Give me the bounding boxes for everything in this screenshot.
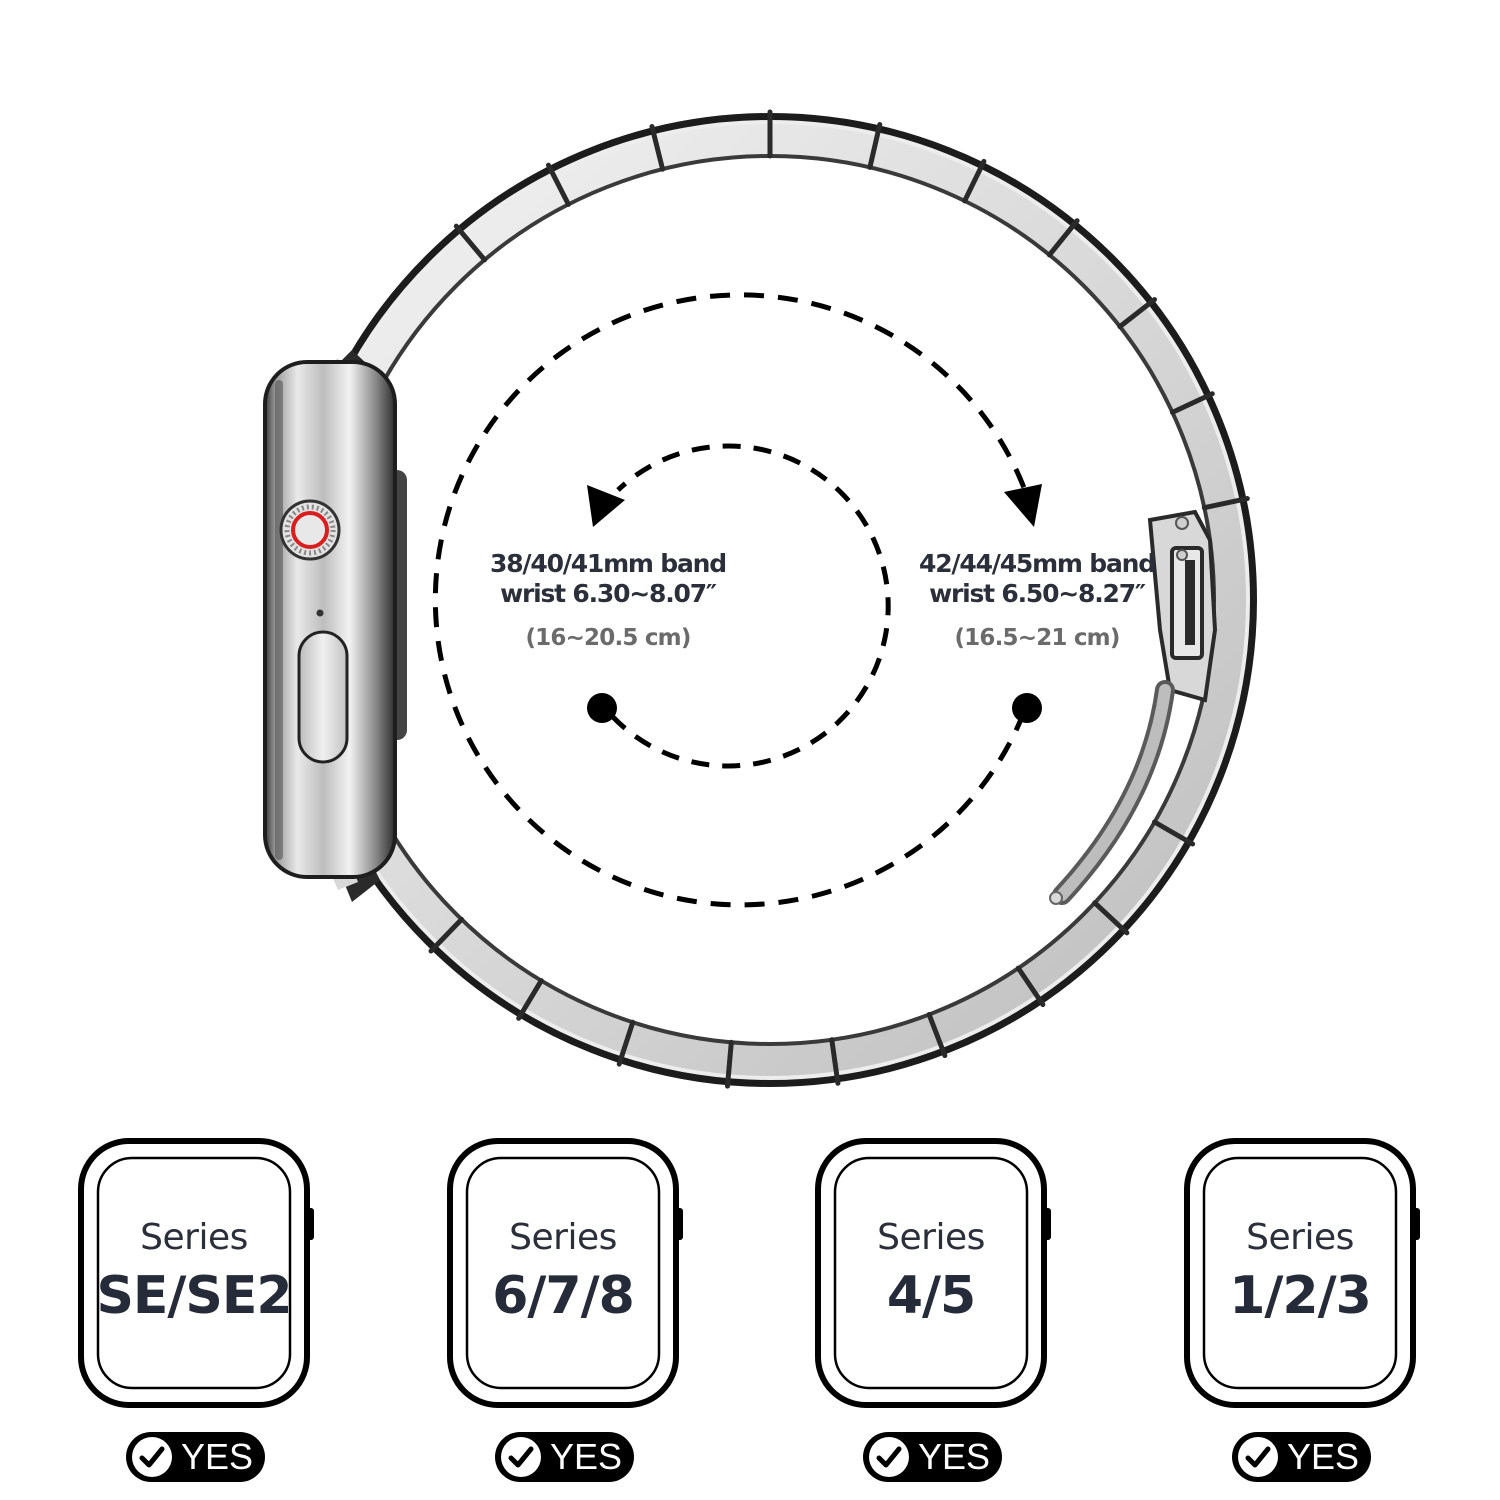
check-circle-icon [869, 1437, 909, 1477]
series-models: 6/7/8 [492, 1266, 635, 1326]
check-circle-icon [501, 1437, 541, 1477]
watch-outline-icon [447, 1138, 683, 1408]
series-label: Series [877, 1217, 985, 1258]
small-wrist-range-cm: (16~20.5 cm) [525, 625, 691, 651]
compat-yes-badge: YES [1232, 1432, 1372, 1482]
watch-outline-icon [78, 1138, 314, 1408]
dot-icon [587, 693, 617, 723]
series-models: SE/SE2 [96, 1266, 292, 1326]
yes-label: YES [1287, 1436, 1360, 1477]
small-wrist-range-inches: wrist 6.30~8.07″ [500, 579, 717, 608]
series-label: Series [1246, 1217, 1354, 1258]
arrow-head-down-icon [1004, 484, 1042, 527]
band-clasp [1049, 509, 1218, 905]
small-band-size-label: 38/40/41mm band wrist 6.30~8.07″ (16~20.… [478, 549, 738, 651]
yes-label: YES [918, 1436, 991, 1477]
series-label: Series [509, 1217, 617, 1258]
small-band-size: 38/40/41mm band [490, 549, 727, 578]
yes-label: YES [550, 1436, 623, 1477]
side-button [297, 630, 349, 764]
check-circle-icon [1238, 1437, 1278, 1477]
crown-red-ring-icon [291, 511, 329, 549]
watch-outline-icon [815, 1138, 1051, 1408]
yes-label: YES [181, 1436, 254, 1477]
watch-case [263, 350, 407, 902]
check-circle-icon [132, 1437, 172, 1477]
band-illustration [263, 109, 1257, 1089]
large-band-size-label: 42/44/45mm band wrist 6.50~8.27″ (16.5~2… [906, 549, 1168, 651]
compat-yes-badge: YES [126, 1432, 266, 1482]
compat-model-se: Series SE/SE2 YES [78, 1138, 318, 1498]
series-label: Series [140, 1217, 248, 1258]
arrow-head-left-icon [587, 485, 625, 527]
dot-icon [1012, 693, 1042, 723]
large-size-guide [432, 292, 1042, 908]
compat-model-678: Series 6/7/8 YES [447, 1138, 687, 1498]
compat-yes-badge: YES [863, 1432, 1003, 1482]
small-size-guide [587, 443, 891, 769]
compat-model-123: Series 1/2/3 YES [1184, 1138, 1424, 1498]
series-models: 4/5 [886, 1266, 976, 1326]
large-wrist-range-inches: wrist 6.50~8.27″ [929, 579, 1146, 608]
compat-model-45: Series 4/5 YES [815, 1138, 1055, 1498]
large-band-size: 42/44/45mm band [919, 549, 1156, 578]
compat-yes-badge: YES [495, 1432, 635, 1482]
watch-outline-icon [1184, 1138, 1420, 1408]
large-wrist-range-cm: (16.5~21 cm) [954, 625, 1120, 651]
series-models: 1/2/3 [1229, 1266, 1372, 1326]
